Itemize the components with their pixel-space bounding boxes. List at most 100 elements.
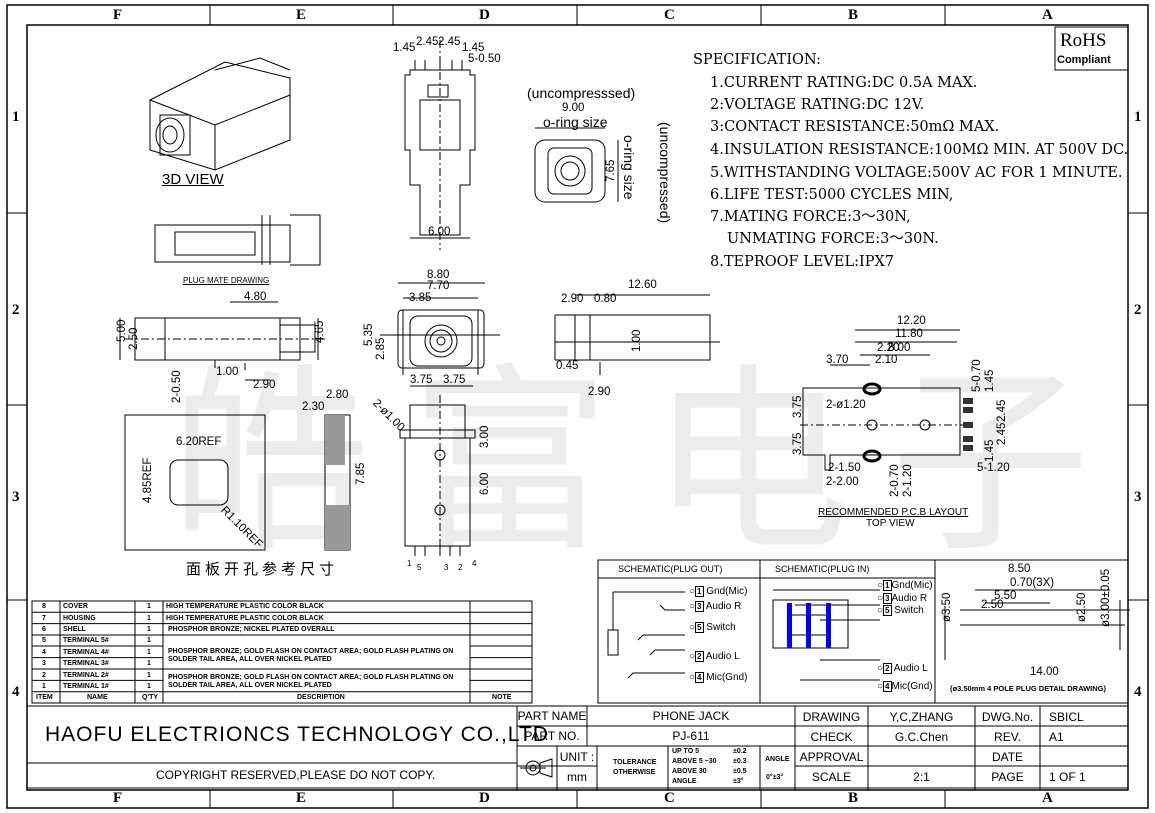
pin-label: ○5 Switch — [877, 605, 924, 616]
dimension: 2.90 — [253, 379, 276, 391]
bom-name: HOUSING — [63, 615, 96, 622]
dimension: 5.00 — [116, 319, 128, 342]
dimension: 12.20 — [897, 315, 926, 327]
side-view — [119, 301, 325, 381]
copyright: COPYRIGHT RESERVED,PLEASE DO NOT COPY. — [156, 768, 436, 782]
spec-item: 1.CURRENT RATING:DC 0.5A MAX. — [710, 75, 978, 91]
tolerance-range: ABOVE 5 ~30 — [672, 758, 717, 765]
dimension: 5-1.20 — [977, 462, 1010, 474]
zone-col-b: B — [848, 7, 859, 23]
bom-qty: 1 — [147, 637, 151, 644]
dimension: 14.00 — [1030, 666, 1059, 678]
zone-col-c: C — [664, 7, 675, 23]
zone-col-e-bottom: E — [296, 790, 307, 806]
bom-header: ITEM — [36, 694, 53, 701]
pin-label: ○5 Switch — [689, 622, 736, 633]
dimension: 2.90 — [561, 293, 584, 305]
pin-label: 5 — [417, 563, 422, 572]
zone-col-c-bottom: C — [664, 790, 675, 806]
zone-col-b-bottom: B — [848, 790, 859, 806]
tolerance-range: ANGLE — [672, 778, 697, 785]
zone-col-d: D — [479, 7, 490, 23]
date-label: DATE — [991, 750, 1024, 764]
front-view — [380, 282, 500, 387]
unit-value: mm — [567, 770, 587, 784]
pin-label: ○2 Audio L — [689, 651, 740, 662]
bom-desc: PHOSPHOR BRONZE; GOLD FLASH ON CONTACT A… — [168, 674, 454, 681]
zone-row-4-right: 4 — [1134, 684, 1142, 700]
bom-item: 2 — [42, 672, 46, 679]
dimension: 4.85REF — [142, 457, 154, 503]
spec-item: 3:CONTACT RESISTANCE:50mΩ MAX. — [710, 119, 1000, 135]
tolerance-value: ±0.2 — [733, 748, 747, 755]
dimension: 2.10 — [875, 354, 898, 366]
bom-qty: 1 — [147, 603, 151, 610]
dimension: 1.45 — [462, 42, 485, 54]
scale-value: 2:1 — [913, 770, 930, 784]
pcb-layout-title: RECOMMENDED P.C.B LAYOUT — [818, 507, 969, 518]
dimension: 7.65 — [605, 159, 617, 182]
bom-desc: HIGH TEMPERATURE PLASTIC COLOR BLACK — [166, 615, 324, 622]
bom-desc: SOLDER TAIL AREA, ALL OVER NICKEL PLATED — [168, 656, 332, 663]
pin-label: ○4 Mic(Gnd) — [689, 672, 748, 683]
dimension: 5.50 — [994, 590, 1017, 602]
dimension: 0.70(3X) — [1010, 577, 1055, 589]
pin-label: 2 — [458, 563, 463, 572]
o-ring-view — [534, 127, 619, 203]
check-value: G.C.Chen — [894, 730, 949, 744]
spec-item: 8.TEPROOF LEVEL:IPX7 — [710, 254, 895, 270]
dwg-no-value: SBICL — [1049, 710, 1084, 724]
bom-grid — [31, 600, 533, 704]
bom-item: 4 — [42, 649, 46, 656]
part-no-value: PJ-611 — [672, 729, 710, 743]
dimension: 2.45 — [996, 422, 1008, 445]
bom-name: TERMINAL 1# — [63, 683, 109, 690]
bom-name: TERMINAL 2# — [63, 672, 109, 679]
dimension: 6.00 — [428, 226, 451, 238]
bom-item: 1 — [42, 683, 46, 690]
bottom-view — [399, 395, 476, 556]
spec-item: 2:VOLTAGE RATING:DC 12V. — [710, 97, 925, 113]
bom-qty: 1 — [147, 615, 151, 622]
bom-item: 3 — [42, 660, 46, 667]
zone-row-4: 4 — [12, 684, 20, 700]
scale-label: SCALE — [811, 770, 852, 784]
rev-label: REV. — [994, 730, 1021, 744]
dimension: 1.00 — [216, 366, 239, 378]
dimension: 2.50 — [128, 327, 140, 350]
tolerance-label: TOLERANCE — [613, 759, 657, 766]
bom-qty: 1 — [147, 649, 151, 656]
drawing-value: Y,C,ZHANG — [889, 710, 954, 724]
bom-qty: 1 — [147, 626, 151, 633]
tolerance-value: ±0.3 — [733, 758, 747, 765]
bom-header: Q'TY — [142, 694, 159, 701]
unit-label: UNIT : — [559, 750, 595, 764]
dimension: 1.00 — [631, 329, 643, 352]
bom-qty: 1 — [147, 672, 151, 679]
schematic-grid — [597, 559, 1130, 704]
dimension: 2-1.20 — [902, 464, 914, 497]
bom-item: 6 — [42, 626, 46, 633]
dimension: ø3.50 — [941, 592, 953, 622]
view-title-3d: 3D VIEW — [162, 171, 224, 188]
dimension: 12.60 — [628, 279, 657, 291]
approval-label: APPROVAL — [799, 750, 864, 764]
zone-row-1-right: 1 — [1134, 109, 1142, 125]
dimension: 2-0.50 — [171, 370, 183, 403]
dimension: 1.45 — [984, 369, 996, 392]
bom-item: 5 — [42, 637, 46, 644]
dimension: 1.45 — [984, 439, 996, 462]
pin-label: 1 — [407, 559, 412, 568]
view-title-panel-cutout: 面板开孔参考尺寸 — [186, 561, 339, 578]
dimension: 2.45 — [996, 399, 1008, 422]
bom-desc: HIGH TEMPERATURE PLASTIC COLOR BLACK — [166, 603, 324, 610]
pin-label: 3 — [444, 563, 449, 572]
dimension: 3.00 — [479, 425, 491, 448]
zone-col-a-bottom: A — [1042, 790, 1053, 806]
pin-label: ○2 Audio L — [877, 663, 928, 674]
dimension: 3.75 — [443, 374, 466, 386]
dimension: 2.85 — [375, 337, 387, 360]
